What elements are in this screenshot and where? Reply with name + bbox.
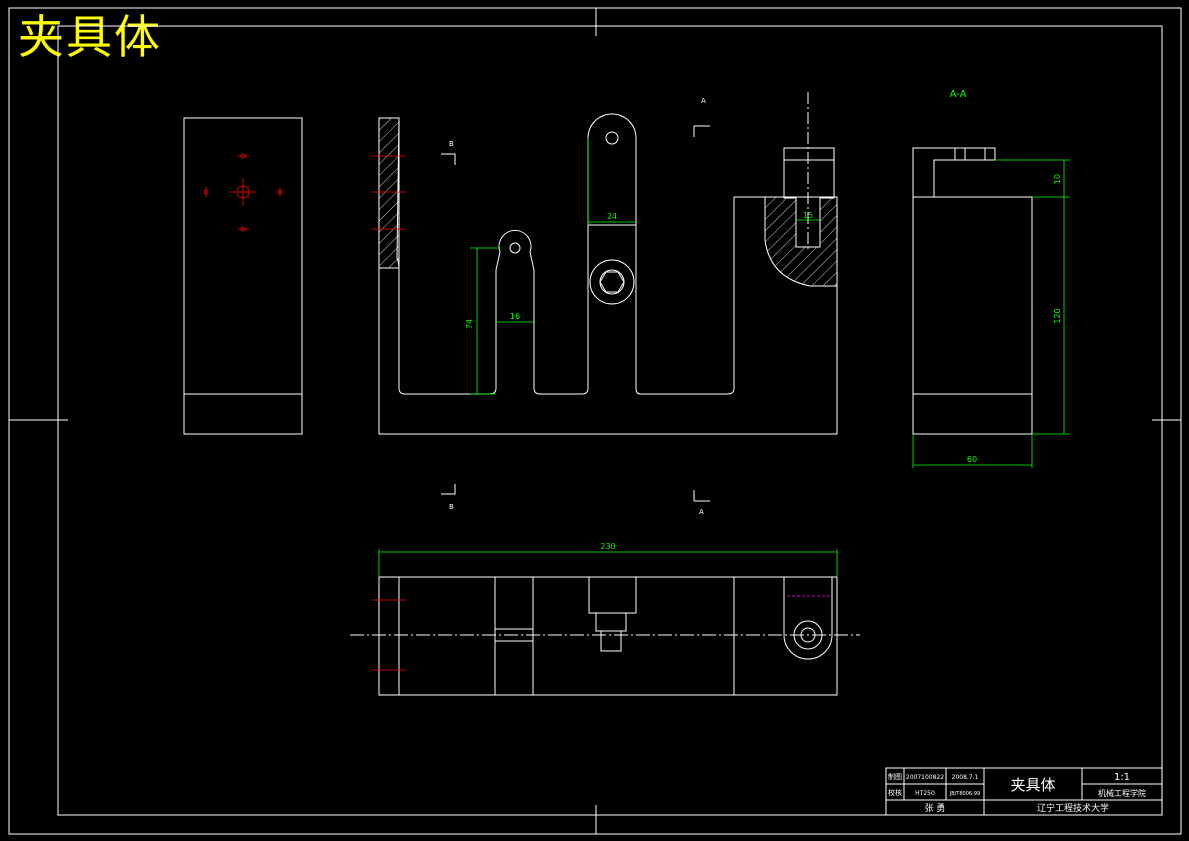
tb-drawn-label: 制图 [888,772,902,781]
hole-pattern-centers [203,153,283,232]
tb-standard: JB/T8006-99 [949,791,981,797]
section-label: A-A [950,89,967,100]
tb-signature: 张 勇 [925,803,946,814]
view-mark-b-top: B [449,140,454,148]
view-markers [441,125,710,502]
plan-hole-marks [372,599,406,671]
tb-check-label: 校核 [888,788,902,797]
left-side-view [183,117,303,435]
dim-bore: 15 [803,211,813,220]
sheet-border [8,7,1182,835]
dim-side-top: 10 [1053,174,1062,184]
drawing-title: 夹具体 [18,10,162,64]
dim-overall-length: 230 [600,542,615,551]
bolt-section [764,92,838,287]
dim-slot-width: 24 [607,212,617,221]
dimension-lines [378,138,1070,577]
plan-view [350,576,860,696]
tb-drawn-id: 2007100822 [906,774,944,781]
tb-material: HT250 [915,790,935,797]
tb-dept: 机械工程学院 [1098,788,1146,798]
view-mark-a-bottom: A [699,508,704,516]
tb-school: 辽宁工程技术大学 [1037,802,1109,814]
front-view-body [378,113,838,435]
tb-date: 2008.7.1 [952,774,979,781]
section-view-a-a [912,147,1033,435]
tb-scale: 1:1 [1114,772,1130,783]
left-wall-section-hatch [378,117,400,269]
dim-side-height: 120 [1053,308,1062,323]
left-wall-hole-marks [372,155,406,230]
tb-part-name: 夹具体 [1010,776,1055,794]
dim-small-slot-width: 16 [510,312,520,321]
title-block [885,767,1163,816]
dim-side-width: 60 [967,455,977,464]
view-mark-a-top: A [701,97,706,105]
view-mark-b-bottom: B [449,503,454,511]
dim-left-height: 74 [465,319,474,329]
